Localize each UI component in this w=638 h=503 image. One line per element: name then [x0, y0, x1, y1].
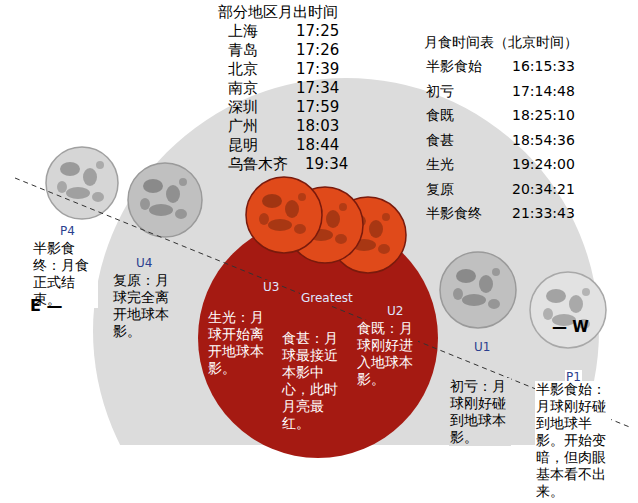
moon — [46, 147, 118, 219]
table-cell: 18:03 — [296, 117, 339, 135]
penumbra-disk — [93, 78, 599, 445]
direction-label: — W — [552, 318, 589, 336]
red-moon — [246, 177, 322, 253]
table-cell: 南京 — [228, 79, 258, 97]
table-cell: 17:59 — [296, 98, 339, 116]
table-cell: 17:39 — [296, 60, 339, 78]
table-heading: 部分地区月出时间 — [218, 3, 338, 21]
table-cell: 16:15:33 — [512, 58, 575, 75]
phase-marker: U1 — [473, 340, 491, 355]
table-cell: 21:33:43 — [512, 205, 575, 222]
callout-text: 食甚：月球最接近本影中心，此时月亮最红。 — [281, 330, 343, 432]
table-heading: 月食时间表（北京时间） — [424, 34, 578, 51]
table-cell: 18:25:10 — [512, 107, 575, 124]
moon — [128, 163, 202, 237]
table-cell: 17:26 — [296, 41, 339, 59]
table-cell: 18:54:36 — [512, 132, 575, 149]
table-cell: 17:25 — [296, 22, 339, 40]
callout-text: 初亏：月球刚好碰到地球本影。 — [449, 378, 511, 446]
moon — [440, 252, 516, 328]
table-cell: 17:34 — [296, 79, 339, 97]
table-cell: 初亏 — [426, 83, 454, 100]
table-cell: 乌鲁木齐 — [228, 155, 288, 173]
phase-marker: P4 — [60, 224, 75, 239]
table-cell: 半影食终 — [426, 205, 482, 222]
table-cell: 青岛 — [228, 41, 258, 59]
callout-text: 半影食始：月球刚好碰到地球半影。开始变暗，但肉眼基本看不出来。 — [535, 381, 611, 500]
table-cell: 19:34 — [305, 155, 348, 173]
callout-text: 复原：月球完全离开地球本影。 — [113, 272, 173, 340]
phase-marker: Greatest — [300, 291, 354, 306]
phase-marker: U3 — [262, 280, 280, 295]
direction-label: E — — [30, 296, 63, 316]
callout-text: 生光：月球开始离开地球本影。 — [207, 309, 269, 377]
table-cell: 食甚 — [426, 132, 454, 149]
callout-text: 食既：月球刚好进入地球本影。 — [356, 320, 418, 388]
table-cell: 18:44 — [296, 136, 339, 154]
table-cell: 19:24:00 — [512, 156, 575, 173]
table-cell: 半影食始 — [426, 58, 482, 75]
table-cell: 广州 — [228, 117, 258, 135]
moon — [530, 272, 606, 348]
table-cell: 北京 — [228, 60, 258, 78]
table-cell: 昆明 — [228, 136, 258, 154]
table-cell: 复原 — [426, 181, 454, 198]
table-cell: 17:14:48 — [512, 83, 575, 100]
phase-marker: U4 — [136, 256, 152, 271]
phase-marker: U2 — [386, 304, 404, 319]
table-cell: 20:34:21 — [512, 181, 575, 198]
table-cell: 深圳 — [228, 98, 258, 116]
table-cell: 上海 — [228, 22, 258, 40]
table-cell: 生光 — [426, 156, 454, 173]
table-cell: 食既 — [426, 107, 454, 124]
